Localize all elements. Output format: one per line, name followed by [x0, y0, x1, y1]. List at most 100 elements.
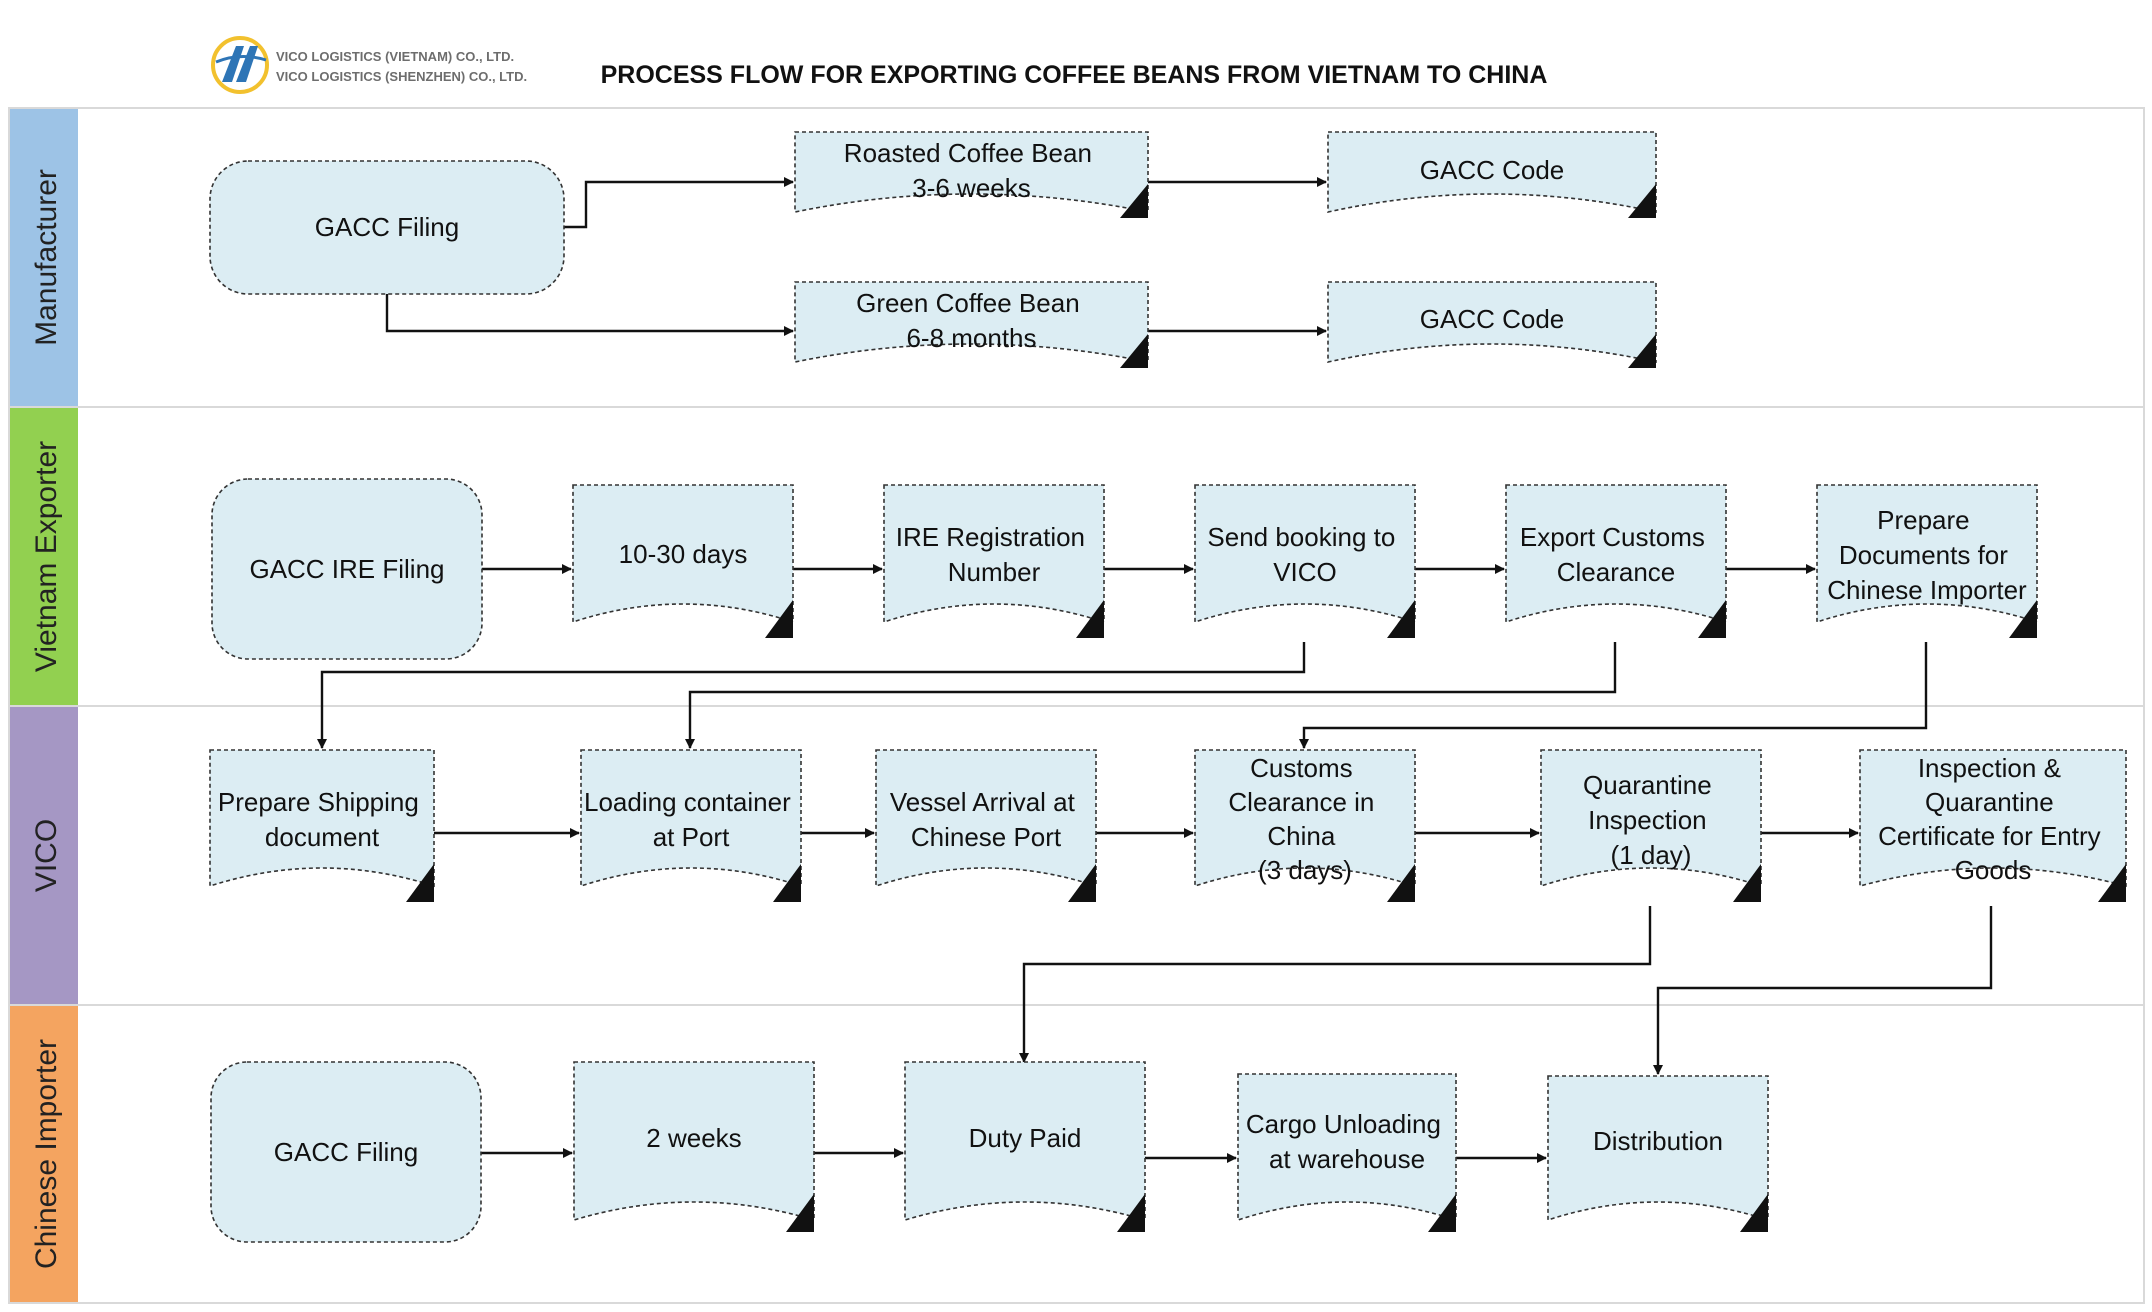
label-line: Duty Paid: [969, 1123, 1082, 1153]
corner-fold-icon: [1733, 864, 1761, 902]
label-line: Quarantine: [1583, 770, 1712, 800]
node-e_ire: IRE Registration Number: [883, 484, 1105, 638]
document-box: [209, 749, 435, 888]
label-line: IRE Registration: [896, 522, 1085, 552]
node-label: GACC Filing: [315, 212, 459, 242]
node-label: GACC Code: [1420, 155, 1565, 185]
lane-header-exporter: [10, 408, 78, 705]
node-i_unloading: Cargo Unloading at warehouse: [1237, 1073, 1457, 1232]
document-box: [1327, 281, 1657, 363]
document-box: [875, 749, 1097, 888]
corner-fold-icon: [1428, 1194, 1456, 1232]
company-logo: [211, 36, 269, 94]
node-e_docs: Prepare Documents for Chinese Importer: [1816, 484, 2038, 638]
corner-fold-icon: [2098, 864, 2126, 902]
node-e_booking: Send booking to VICO: [1194, 484, 1416, 638]
corner-fold-icon: [1628, 184, 1656, 218]
node-label: 10-30 days: [619, 539, 748, 569]
label-line: Certificate for Entry: [1878, 821, 2101, 851]
node-label: Loading container at Port: [584, 787, 798, 852]
lane-header-vico: [10, 707, 78, 1004]
corner-fold-icon: [1120, 184, 1148, 218]
document-box: [1194, 749, 1416, 888]
label-line: GACC Code: [1420, 304, 1565, 334]
node-v_cert: Inspection & Quarantine Certificate for …: [1859, 749, 2127, 902]
label-line: GACC IRE Filing: [249, 554, 444, 584]
label-line: Green Coffee Bean: [856, 288, 1080, 318]
connector-e_booking-v_shipping: [317, 642, 1306, 749]
lane-label-vico: VICO: [30, 819, 63, 892]
swimlanes: Manufacturer Vietnam Exporter VICO Chine…: [8, 107, 2145, 1304]
corner-fold-icon: [765, 600, 793, 638]
label-line: GACC Filing: [315, 212, 459, 242]
corner-fold-icon: [1117, 1194, 1145, 1232]
lane-header-manufacturer: [10, 109, 78, 406]
process-box: [210, 1061, 482, 1243]
flow-nodes: GACC Filing Roasted Coffee Bean 3-6 week…: [209, 131, 2127, 1243]
node-label: GACC IRE Filing: [249, 554, 444, 584]
connector-m_filing-m_roasted: [564, 177, 794, 229]
document-box: [1859, 749, 2127, 888]
lane-label-importer: Chinese Importer: [30, 1039, 63, 1269]
label-line: Number: [948, 557, 1041, 587]
corner-fold-icon: [1740, 1194, 1768, 1232]
lane-label-exporter: Vietnam Exporter: [30, 441, 63, 672]
label-line: 10-30 days: [619, 539, 748, 569]
label-line: 2 weeks: [646, 1123, 741, 1153]
node-label: Vessel Arrival at Chinese Port: [890, 787, 1082, 852]
node-v_arrival: Vessel Arrival at Chinese Port: [875, 749, 1097, 902]
company-name-vietnam: VICO LOGISTICS (VIETNAM) CO., LTD.: [276, 49, 514, 64]
node-label: Send booking to VICO: [1207, 522, 1402, 587]
label-line: Chinese Port: [911, 822, 1062, 852]
document-box: [883, 484, 1105, 624]
label-line: Vessel Arrival at: [890, 787, 1076, 817]
label-line: Export Customs: [1520, 522, 1705, 552]
label-line: VICO: [1273, 557, 1337, 587]
label-line: Quarantine: [1925, 787, 2054, 817]
node-v_customs: Customs Clearance in China (3 days): [1194, 749, 1416, 902]
node-v_quarantine: Quarantine Inspection (1 day): [1540, 749, 1762, 902]
node-m_filing: GACC Filing: [209, 160, 565, 295]
node-label: Customs Clearance in China (3 days): [1228, 753, 1381, 885]
node-label: Prepare Documents for Chinese Importer: [1827, 505, 2027, 605]
corner-fold-icon: [786, 1194, 814, 1232]
label-line: Loading container: [584, 787, 791, 817]
document-box: [1194, 484, 1416, 624]
node-m_roasted: Roasted Coffee Bean 3-6 weeks: [794, 131, 1149, 218]
node-i_filing: GACC Filing: [210, 1061, 482, 1243]
node-e_customs: Export Customs Clearance: [1505, 484, 1727, 638]
document-box: [1327, 131, 1657, 213]
node-m_code1: GACC Code: [1327, 131, 1657, 218]
node-label: GACC Filing: [274, 1137, 418, 1167]
label-line: Prepare: [1877, 505, 1970, 535]
label-line: document: [265, 822, 380, 852]
connector-e_customs-v_loading: [685, 642, 1617, 749]
logo-swoosh-icon: [215, 55, 267, 64]
node-i_duty: Duty Paid: [904, 1061, 1146, 1232]
label-line: Goods: [1955, 855, 2032, 885]
label-line: Documents for: [1839, 540, 2008, 570]
corner-fold-icon: [1628, 334, 1656, 368]
label-line: 6-8 months: [906, 323, 1036, 353]
node-label: Duty Paid: [969, 1123, 1082, 1153]
node-label: Cargo Unloading at warehouse: [1246, 1109, 1448, 1174]
label-line: Cargo Unloading: [1246, 1109, 1441, 1139]
process-box: [209, 160, 565, 295]
label-line: Clearance: [1557, 557, 1676, 587]
node-m_green: Green Coffee Bean 6-8 months: [794, 281, 1149, 368]
label-line: Distribution: [1593, 1126, 1723, 1156]
label-line: Inspection &: [1918, 753, 2061, 783]
corner-fold-icon: [2009, 600, 2037, 638]
lane-header-importer: [10, 1006, 78, 1302]
label-line: Customs: [1250, 753, 1353, 783]
lane-label-manufacturer: Manufacturer: [30, 169, 63, 346]
label-line: Chinese Importer: [1827, 575, 2027, 605]
label-line: (1 day): [1611, 840, 1692, 870]
label-line: Roasted Coffee Bean: [844, 138, 1092, 168]
label-line: Prepare Shipping: [218, 787, 419, 817]
corner-fold-icon: [1068, 864, 1096, 902]
node-label: Quarantine Inspection (1 day): [1583, 770, 1719, 870]
document-box: [1540, 749, 1762, 888]
corner-fold-icon: [1698, 600, 1726, 638]
